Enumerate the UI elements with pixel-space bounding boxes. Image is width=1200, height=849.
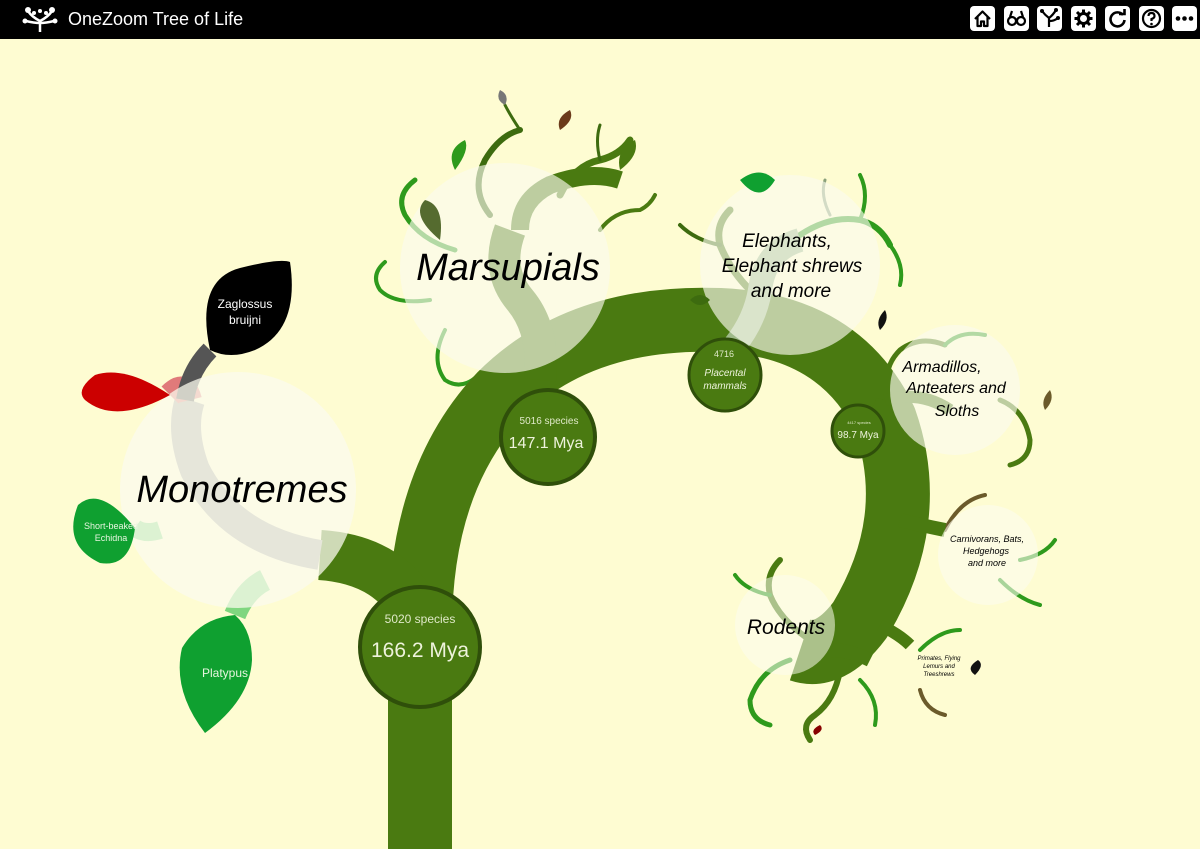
clade-label-xenarthra-line1[interactable]: Armadillos, [901, 359, 981, 376]
help-icon [1141, 8, 1162, 29]
clade-label-afrotheria-line1[interactable]: Elephants, [742, 231, 832, 252]
gear-icon [1074, 9, 1093, 28]
leaf-label-zaglossus-line1[interactable]: Zaglossus [218, 297, 273, 311]
leaf-label-zaglossus-line2[interactable]: bruijni [229, 313, 261, 327]
node-theria-species: 5016 species [520, 416, 579, 427]
clade-label-afrotheria-line3[interactable]: and more [751, 281, 831, 302]
tree-icon [1040, 8, 1060, 27]
node-placental-name-line1: Placental [704, 368, 746, 379]
node-root-species: 5020 species [385, 612, 456, 626]
more-icon [1175, 16, 1194, 21]
home-icon [974, 10, 991, 28]
node-root[interactable]: 5020 species 166.2 Mya [358, 585, 482, 709]
leaf-label-echidna-line2[interactable]: Echidna [95, 533, 128, 543]
clade-label-xenarthra-line2[interactable]: Anteaters and [905, 380, 1007, 397]
node-boreoeutheria[interactable]: 4417 species 98.7 Mya [830, 403, 886, 459]
leaf-platypus [179, 615, 252, 733]
leaf-red [81, 372, 170, 412]
leaves [73, 90, 1052, 735]
help-button[interactable] [1139, 6, 1164, 31]
clade-label-laurasiatheria-line3[interactable]: and more [968, 558, 1006, 568]
home-button[interactable] [970, 6, 995, 31]
tree-canvas[interactable]: 5020 species 166.2 Mya 5016 species 147.… [0, 39, 1200, 849]
leaf-label-platypus[interactable]: Platypus [202, 666, 248, 680]
clade-label-rodents[interactable]: Rodents [747, 616, 826, 639]
clade-highlights [120, 163, 1038, 675]
leaf-zaglossus [206, 260, 292, 355]
onezoom-logo-icon[interactable] [20, 5, 60, 33]
more-button[interactable] [1172, 6, 1197, 31]
node-placental-species: 4716 [714, 349, 734, 359]
clade-label-laurasiatheria-line2[interactable]: Hedgehogs [963, 546, 1010, 556]
clade-label-xenarthra-line3[interactable]: Sloths [935, 403, 979, 420]
node-placental-name-line2: mammals [703, 381, 746, 392]
reset-button[interactable] [1105, 6, 1130, 31]
node-boreo-species: 4417 species [847, 420, 871, 425]
app-title: OneZoom Tree of Life [68, 9, 244, 29]
node-theria[interactable]: 5016 species 147.1 Mya [499, 388, 597, 486]
node-placental[interactable]: 4716 Placental mammals [687, 337, 763, 413]
search-button[interactable] [1004, 6, 1029, 31]
clade-label-primates-line2[interactable]: Lemurs and [923, 664, 955, 670]
clade-label-primates-line1[interactable]: Primates, Flying [917, 656, 961, 662]
clade-label-monotremes[interactable]: Monotremes [136, 469, 347, 511]
leaf-label-echidna-line1[interactable]: Short-beaked [84, 521, 138, 531]
clade-label-marsupials[interactable]: Marsupials [416, 247, 600, 289]
clade-label-primates-line3[interactable]: Treeshrews [924, 672, 955, 678]
clade-label-afrotheria-line2[interactable]: Elephant shrews [722, 256, 863, 277]
refresh-icon [1109, 9, 1126, 28]
node-root-age: 166.2 Mya [371, 639, 469, 662]
clade-label-laurasiatheria-line1[interactable]: Carnivorans, Bats, [950, 534, 1024, 544]
node-boreo-age: 98.7 Mya [837, 430, 879, 441]
leaf-echidna [73, 498, 135, 564]
settings-button[interactable] [1071, 6, 1096, 31]
top-bar: OneZoom Tree of Life [0, 0, 1200, 39]
binoculars-icon [1006, 10, 1027, 27]
tree-view-button[interactable] [1037, 6, 1062, 31]
node-theria-age: 147.1 Mya [509, 435, 584, 452]
